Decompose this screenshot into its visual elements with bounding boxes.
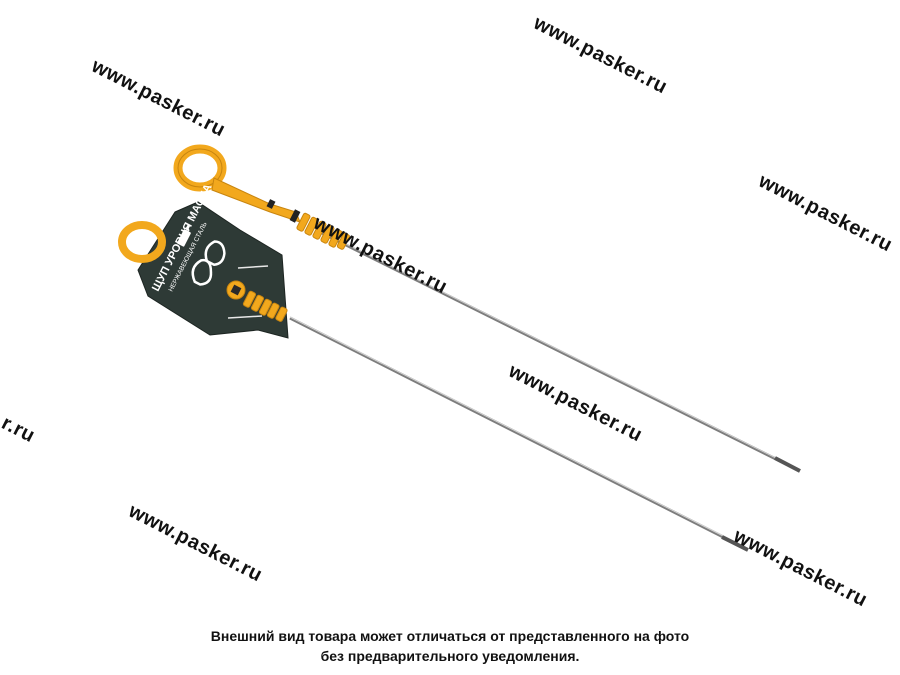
disclaimer-line-1: Внешний вид товара может отличаться от п… xyxy=(210,628,690,644)
lower-dipstick xyxy=(289,316,749,552)
lower-dipstick-rod xyxy=(289,316,746,550)
upper-dipstick-seal xyxy=(296,212,351,250)
packaging-hang-ring xyxy=(118,221,166,263)
upper-dipstick xyxy=(173,144,801,473)
upper-dipstick-ring xyxy=(173,144,227,192)
packaging-card: ЩУП УРОВНЯ МАСЛА НЕРЖАВЕЮЩАЯ СТАЛЬ xyxy=(118,182,289,339)
oil-can-icon xyxy=(177,224,191,247)
brand-logo-icon xyxy=(191,240,226,286)
disclaimer: Внешний вид товара может отличаться от п… xyxy=(0,626,900,666)
upper-dipstick-handle xyxy=(211,177,301,223)
upper-dipstick-rod xyxy=(319,230,799,472)
lower-dipstick-tip xyxy=(721,535,749,552)
disclaimer-line-2: без предварительного уведомления. xyxy=(320,648,580,664)
upper-dipstick-tip xyxy=(774,456,801,473)
lower-dipstick-handle xyxy=(226,280,288,322)
